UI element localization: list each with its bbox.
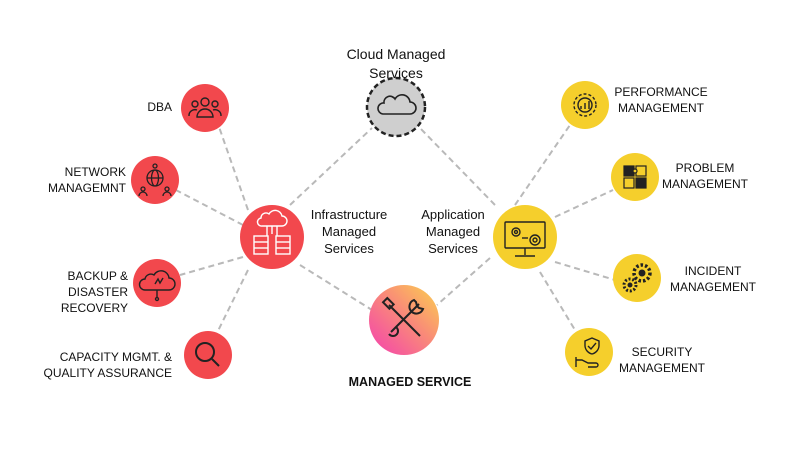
network-label: NETWORK MANAGEMNT bbox=[48, 165, 126, 195]
connector-app-cloud bbox=[419, 127, 496, 206]
network-node bbox=[131, 156, 179, 204]
application-label: Application Managed Services bbox=[421, 207, 485, 256]
connector-infra-dba bbox=[217, 123, 249, 211]
managed-service-label: MANAGED SERVICE bbox=[348, 375, 472, 389]
connector-app-performance bbox=[514, 124, 571, 206]
team-icon bbox=[188, 97, 222, 118]
cloud-backup-icon bbox=[138, 270, 176, 302]
security-label: SECURITY MANAGEMENT bbox=[618, 345, 705, 375]
incident-label: INCIDENT MANAGEMENT bbox=[669, 264, 756, 294]
connectors bbox=[171, 123, 616, 338]
dba-node bbox=[181, 84, 229, 132]
problem-label: PROBLEM MANAGEMENT bbox=[661, 161, 748, 191]
cloud-icon bbox=[377, 94, 417, 115]
infrastructure-hub bbox=[240, 205, 304, 269]
connector-infra-cloud bbox=[289, 127, 373, 206]
magnifier-icon bbox=[195, 342, 220, 367]
connector-app-problem bbox=[554, 189, 614, 218]
network-icon bbox=[138, 163, 172, 197]
performance-node bbox=[561, 81, 609, 129]
connector-infra-center bbox=[299, 264, 373, 311]
shield-hand-icon bbox=[575, 337, 600, 368]
performance-gear-icon bbox=[573, 93, 597, 117]
connector-app-security bbox=[539, 271, 579, 336]
performance-label: PERFORMANCE MANAGEMENT bbox=[614, 85, 708, 115]
dba-label: DBA bbox=[147, 100, 172, 114]
puzzle-icon bbox=[623, 165, 647, 189]
monitor-gears-icon bbox=[504, 221, 546, 257]
cloud-label: Cloud Managed Services bbox=[346, 46, 446, 81]
capacity-label: CAPACITY MGMT. & QUALITY ASSURANCE bbox=[43, 350, 172, 380]
capacity-node bbox=[184, 331, 232, 379]
connector-infra-network bbox=[171, 187, 244, 226]
security-node bbox=[565, 328, 613, 376]
cloud-servers-icon bbox=[253, 209, 291, 255]
connector-infra-capacity bbox=[214, 269, 249, 338]
backup-label: BACKUP & DISASTER RECOVERY bbox=[60, 269, 128, 315]
managed-service-node bbox=[369, 285, 439, 355]
application-hub bbox=[493, 205, 557, 269]
infrastructure-label: Infrastructure Managed Services bbox=[310, 207, 388, 256]
tools-icon bbox=[381, 296, 425, 337]
connector-app-incident bbox=[554, 261, 616, 281]
cloud-node bbox=[365, 76, 427, 138]
connector-app-center bbox=[436, 257, 491, 306]
connector-infra-backup bbox=[179, 256, 244, 276]
backup-node bbox=[133, 259, 181, 307]
gears-icon bbox=[622, 263, 652, 293]
incident-node bbox=[613, 254, 661, 302]
problem-node bbox=[611, 153, 659, 201]
